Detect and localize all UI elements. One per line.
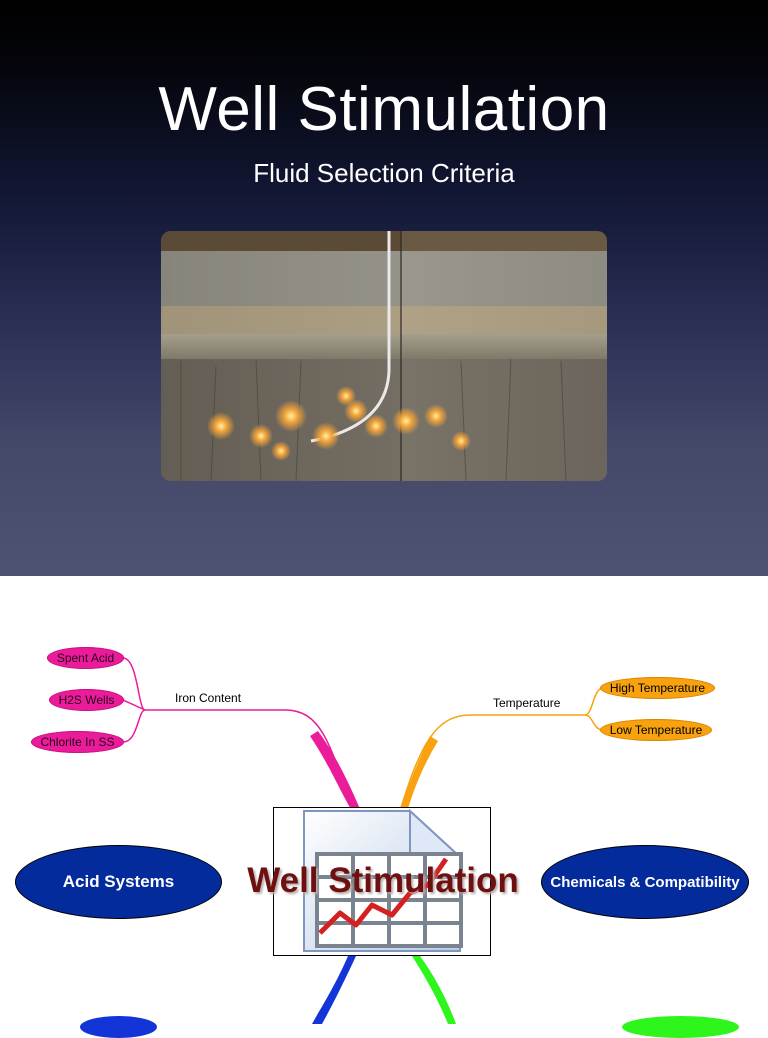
chart-document-icon (303, 809, 463, 952)
node-high-temperature[interactable]: High Temperature (600, 677, 715, 699)
node-lower-right[interactable] (622, 1016, 739, 1038)
branch-label-temperature: Temperature (493, 696, 561, 710)
node-lower-left[interactable] (80, 1016, 157, 1038)
node-spent-acid[interactable]: Spent Acid (47, 647, 124, 669)
node-chemicals-compatibility[interactable]: Chemicals & Compatibility (541, 845, 749, 919)
mind-map-links (122, 657, 604, 1024)
mind-map: Spent Acid H2S Wells Chlorite In SS Iron… (0, 576, 768, 1038)
slide-title: Well Stimulation (158, 75, 610, 144)
branch-label-iron-content: Iron Content (175, 691, 242, 705)
central-topic-title: Well Stimulation (247, 861, 519, 900)
slide-subtitle: Fluid Selection Criteria (253, 158, 515, 188)
node-acid-systems[interactable]: Acid Systems (15, 845, 222, 919)
node-chlorite-in-ss[interactable]: Chlorite In SS (31, 731, 124, 753)
well-illustration (161, 231, 607, 481)
node-h2s-wells[interactable]: H2S Wells (49, 689, 124, 711)
node-low-temperature[interactable]: Low Temperature (600, 719, 712, 741)
title-slide: Well Stimulation Fluid Selection Criteri… (0, 0, 768, 576)
